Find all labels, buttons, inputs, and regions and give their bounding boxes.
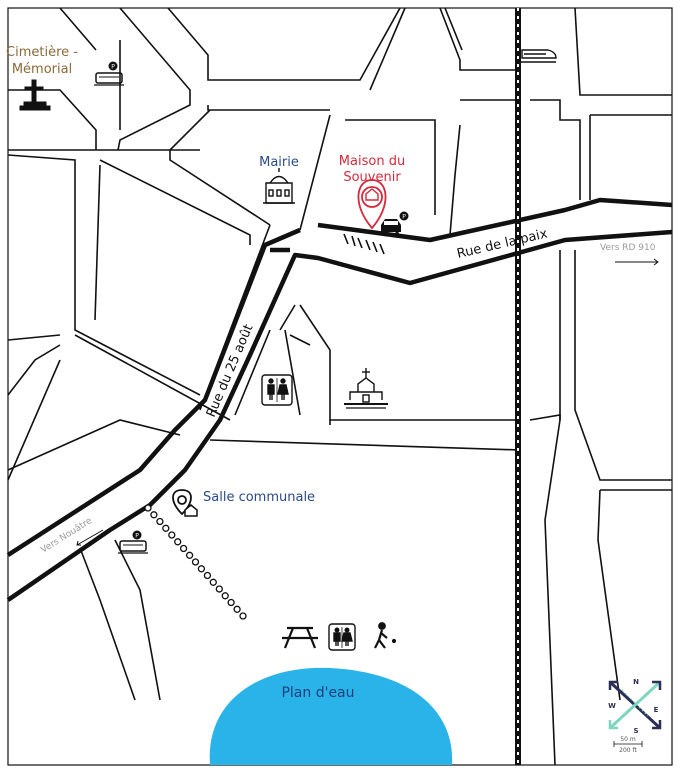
footpath-dot xyxy=(156,517,164,526)
scale-bar: 50 m 200 ft xyxy=(613,736,643,754)
footpath-dot xyxy=(144,504,152,512)
map-frame xyxy=(7,7,673,766)
salle-label: Salle communale xyxy=(203,490,315,505)
svg-text:P: P xyxy=(135,533,139,540)
footpath-dot xyxy=(209,578,217,586)
svg-text:P: P xyxy=(111,64,115,71)
road-side-lines xyxy=(279,304,296,331)
footpath-dot xyxy=(221,592,229,600)
toilets-icon xyxy=(261,374,293,406)
bus-parking-icon-south[interactable]: P xyxy=(118,530,148,554)
walker-icon xyxy=(374,622,397,649)
crosswalk xyxy=(343,233,385,255)
maison-label-line1: Maison du xyxy=(339,154,405,169)
plan-eau-label: Plan d'eau xyxy=(281,685,354,701)
footpath-dot xyxy=(191,558,200,566)
cemetery-label-line1: Cimetière - xyxy=(6,45,78,60)
church-icon xyxy=(344,368,388,409)
svg-text:P: P xyxy=(402,214,406,221)
footpath-dot xyxy=(197,565,206,573)
picnic-table-icon xyxy=(282,626,318,649)
footpath-dot xyxy=(185,551,194,559)
compass-rose-icon: N S W E xyxy=(608,678,662,735)
footpath-dot xyxy=(227,598,235,607)
maison-label-line2: Souvenir xyxy=(343,170,401,185)
footpath-dot xyxy=(162,524,170,532)
train-icon xyxy=(520,49,557,63)
town-hall-icon xyxy=(263,168,295,204)
svg-text:S: S xyxy=(633,727,638,735)
footpath-dot xyxy=(150,511,158,519)
water-body xyxy=(209,667,453,765)
svg-text:W: W xyxy=(608,702,616,710)
svg-text:N: N xyxy=(633,678,639,686)
footpath-dot xyxy=(233,605,241,613)
cross-icon xyxy=(19,79,51,111)
svg-text:E: E xyxy=(654,706,659,714)
main-roads xyxy=(6,197,673,602)
bus-parking-icon[interactable]: P xyxy=(94,61,124,86)
footpath-dot xyxy=(168,531,176,539)
memorial-pin-icon[interactable] xyxy=(357,179,387,230)
direction-label-rd910: Vers RD 910 xyxy=(600,243,656,253)
footpath-dot xyxy=(239,612,247,620)
cemetery-label-line2: Mémorial xyxy=(12,62,72,77)
svg-text:50 m: 50 m xyxy=(620,736,636,743)
footpath-dot xyxy=(215,585,223,593)
direction-arrow-southwest xyxy=(76,529,104,546)
road-edges xyxy=(7,7,672,766)
car-parking-icon[interactable]: P xyxy=(381,211,409,237)
footpath-dot xyxy=(203,571,212,580)
footpath-dot xyxy=(174,538,182,546)
footpath-dots xyxy=(144,504,247,620)
direction-arrow-east xyxy=(615,258,659,266)
toilets-icon-south xyxy=(328,623,356,651)
mairie-label: Mairie xyxy=(259,155,299,170)
footpath-dot xyxy=(179,544,188,553)
svg-text:200 ft: 200 ft xyxy=(619,747,637,754)
venue-pin-icon[interactable] xyxy=(172,489,198,517)
